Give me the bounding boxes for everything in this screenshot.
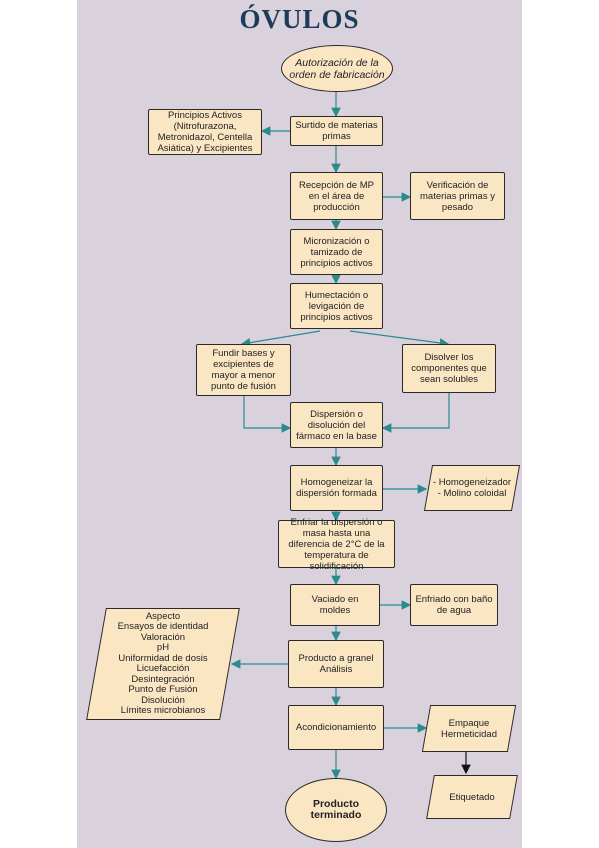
analisis-item: Punto de Fusión [128,684,198,695]
node-disolver: Disolver los componentes que sean solubl… [402,344,496,393]
node-dispersion: Dispersión o disolución del fármaco en l… [290,402,383,448]
node-start: Autorización de la orden de fabricación [281,45,393,92]
arrow-humectacion-disolver [349,330,450,348]
analisis-item: Límites microbianos [120,705,206,716]
node-producto-granel: Producto a granel Análisis [288,640,384,688]
node-etiquetado: Etiquetado [430,775,514,819]
node-analisis-list: Aspecto Ensayos de identidad Valoración … [96,608,230,720]
analisis-item: Uniformidad de dosis [118,652,208,664]
node-micronizacion: Micronización o tamizado de principios a… [290,229,383,275]
node-fundir: Fundir bases y excipientes de mayor a me… [196,344,291,396]
node-verificacion: Verificación de materias primas y pesado [410,172,505,220]
arrow-fundir-dispersion [243,396,292,433]
node-empaque: Empaque Hermeticidad [426,705,512,752]
node-principios: Principios Activos (Nitrofurazona, Metro… [148,109,262,155]
node-enfriar: Enfriar la dispersión o masa hasta una d… [278,517,395,572]
node-enfriado-bano: Enfriado con baño de agua [410,584,498,626]
node-surtido: Surtido de materias primas [290,116,383,146]
node-terminado: Producto terminado [285,778,387,842]
analisis-item: Valoración [140,631,186,643]
page-title: ÓVULOS [239,4,360,34]
node-equipos: - Homogeneizador - Molino coloidal [428,465,516,511]
analisis-item: pH [156,642,170,653]
analisis-item: Disolución [141,694,185,706]
node-recepcion: Recepción de MP en el área de producción [290,172,383,220]
analisis-item: Ensayos de identidad [117,621,209,632]
node-acondicionamiento: Acondicionamiento [288,705,384,750]
node-homogeneizar: Homogeneizar la dispersión formada [290,465,383,511]
node-humectacion: Humectación o levigación de principios a… [290,283,383,329]
analisis-item: Licuefacción [136,663,190,674]
arrow-humectacion-fundir [240,330,321,348]
analisis-item: Desintegración [131,673,195,685]
node-vaciado: Vaciado en moldes [290,584,380,626]
analisis-item: Aspecto [145,610,181,622]
arrow-disolver-dispersion [381,393,450,433]
